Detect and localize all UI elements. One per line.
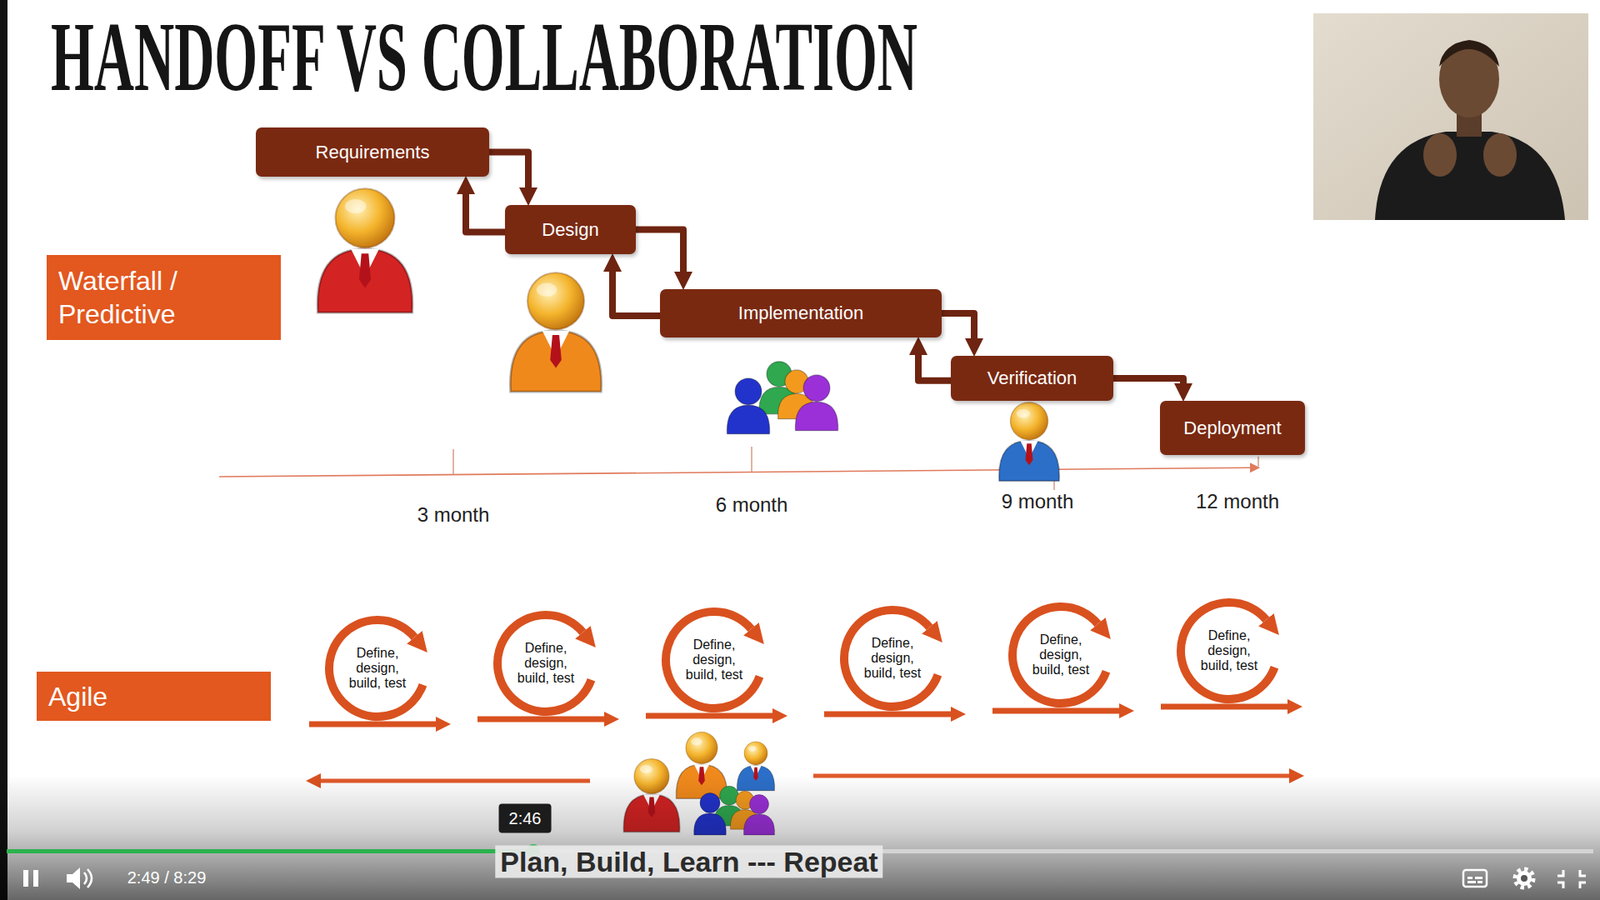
player-controls-part xyxy=(1467,880,1476,884)
presenter-video-part xyxy=(1483,133,1517,177)
player-controls-part xyxy=(1557,870,1586,889)
time-label: 12 month xyxy=(1195,490,1280,514)
iteration-arrow-part xyxy=(309,721,436,728)
presenter-video-part xyxy=(1375,131,1565,220)
progress-bar-part xyxy=(6,849,534,854)
presenter-video-part xyxy=(1423,133,1457,177)
person-figure xyxy=(317,188,1060,481)
time-label: 3 month xyxy=(417,503,490,527)
node-text: Implementation xyxy=(738,302,864,325)
timeline-part xyxy=(1257,456,1260,468)
phase-box: Deployment xyxy=(1160,400,1305,455)
timeline xyxy=(219,446,1259,490)
node-text: Define, design, build, test xyxy=(515,640,577,686)
player-controls-part xyxy=(1475,876,1483,880)
presenter-video-part xyxy=(1439,40,1500,67)
flow-arrow xyxy=(635,230,684,273)
timeline-part xyxy=(750,446,753,472)
time-label: 6 month xyxy=(715,493,789,517)
presenter-video xyxy=(1313,13,1589,220)
iteration-arrow-part xyxy=(992,708,1120,715)
player-controls-part xyxy=(1516,870,1532,886)
iteration-arrow xyxy=(309,706,1288,725)
player-shade xyxy=(0,775,1600,900)
flow-arrow xyxy=(489,152,529,189)
iteration-arrow-part xyxy=(477,716,605,723)
timeline-part xyxy=(219,467,1250,477)
iteration-cycle: Define, design, build, test xyxy=(487,605,605,722)
node-text: Define, design, build, test xyxy=(861,635,924,681)
phase-box: Requirements xyxy=(255,127,490,177)
flow-arrow xyxy=(941,313,975,339)
node-text: Verification xyxy=(987,367,1078,390)
player-controls-part xyxy=(1467,876,1473,880)
flow-arrow xyxy=(465,194,505,232)
team-figure-part xyxy=(795,375,838,431)
person-figure-part xyxy=(510,272,601,392)
seek-tooltip: 2:46 xyxy=(499,804,552,834)
iteration-cycle: Define, design, build, test xyxy=(1170,592,1288,710)
player-controls-part xyxy=(87,869,92,888)
iteration-arrow-part xyxy=(1160,704,1288,710)
person-figure-part xyxy=(999,402,1060,482)
cycle-ring xyxy=(497,615,592,712)
player-controls-part xyxy=(1477,880,1483,884)
node-text: Define, design, build, test xyxy=(683,637,745,683)
cycle-ring xyxy=(665,611,760,709)
iteration-cycle: Define, design, build, test xyxy=(655,601,773,719)
timeline-part xyxy=(452,449,455,475)
player-controls-part xyxy=(66,867,80,890)
iteration-arrow-part xyxy=(824,711,951,718)
time-label: 9 month xyxy=(1001,490,1075,514)
flow-arrow xyxy=(918,355,951,381)
player-controls-part xyxy=(1463,870,1487,887)
node-text: Define, design, build, test xyxy=(346,645,409,691)
frame-edge xyxy=(0,0,8,900)
node-text: Agile xyxy=(48,680,108,714)
cycle-ring xyxy=(1012,606,1107,704)
team-figure-part xyxy=(726,378,770,435)
iteration-cycle: Define, design, build, test xyxy=(834,600,951,717)
player-controls-part xyxy=(33,870,39,887)
phase-box: Implementation xyxy=(660,289,942,338)
node-text: Waterfall / Predictive xyxy=(58,264,270,331)
cycle-ring xyxy=(329,620,424,717)
node-text: Deployment xyxy=(1183,417,1281,440)
cycle-ring xyxy=(844,610,939,707)
iteration-cycle: Define, design, build, test xyxy=(1002,596,1120,714)
cycle-ring xyxy=(1180,602,1275,700)
iteration-arrow-part xyxy=(645,713,773,720)
person-figure-part xyxy=(317,188,413,313)
node-text: Design xyxy=(541,219,599,241)
flow-arrow xyxy=(1113,378,1184,384)
player-controls-part xyxy=(1515,869,1534,888)
slide-title: HANDOFF VS COLLABORATION xyxy=(50,8,918,107)
method-label: Agile xyxy=(36,671,271,721)
node-text: Define, design, build, test xyxy=(1198,628,1260,674)
team-figure xyxy=(726,361,838,435)
node-text: Define, design, build, test xyxy=(1030,632,1092,678)
iteration-cycle: Define, design, build, test xyxy=(319,610,436,727)
node-text: Requirements xyxy=(315,141,430,164)
playback-time: 2:49 / 8:29 xyxy=(127,868,207,888)
slide-caption: Plan, Build, Learn --- Repeat xyxy=(495,845,883,879)
method-label: Waterfall / Predictive xyxy=(46,255,281,340)
player-controls-part xyxy=(23,870,29,887)
flow-arrow xyxy=(612,271,660,316)
player-controls-part xyxy=(84,872,87,885)
presenter-video-part xyxy=(1313,13,1589,220)
player-controls-part xyxy=(1520,875,1528,882)
presenter-video-part xyxy=(1439,40,1500,118)
phase-box: Verification xyxy=(950,355,1114,401)
phase-box: Design xyxy=(505,205,636,255)
